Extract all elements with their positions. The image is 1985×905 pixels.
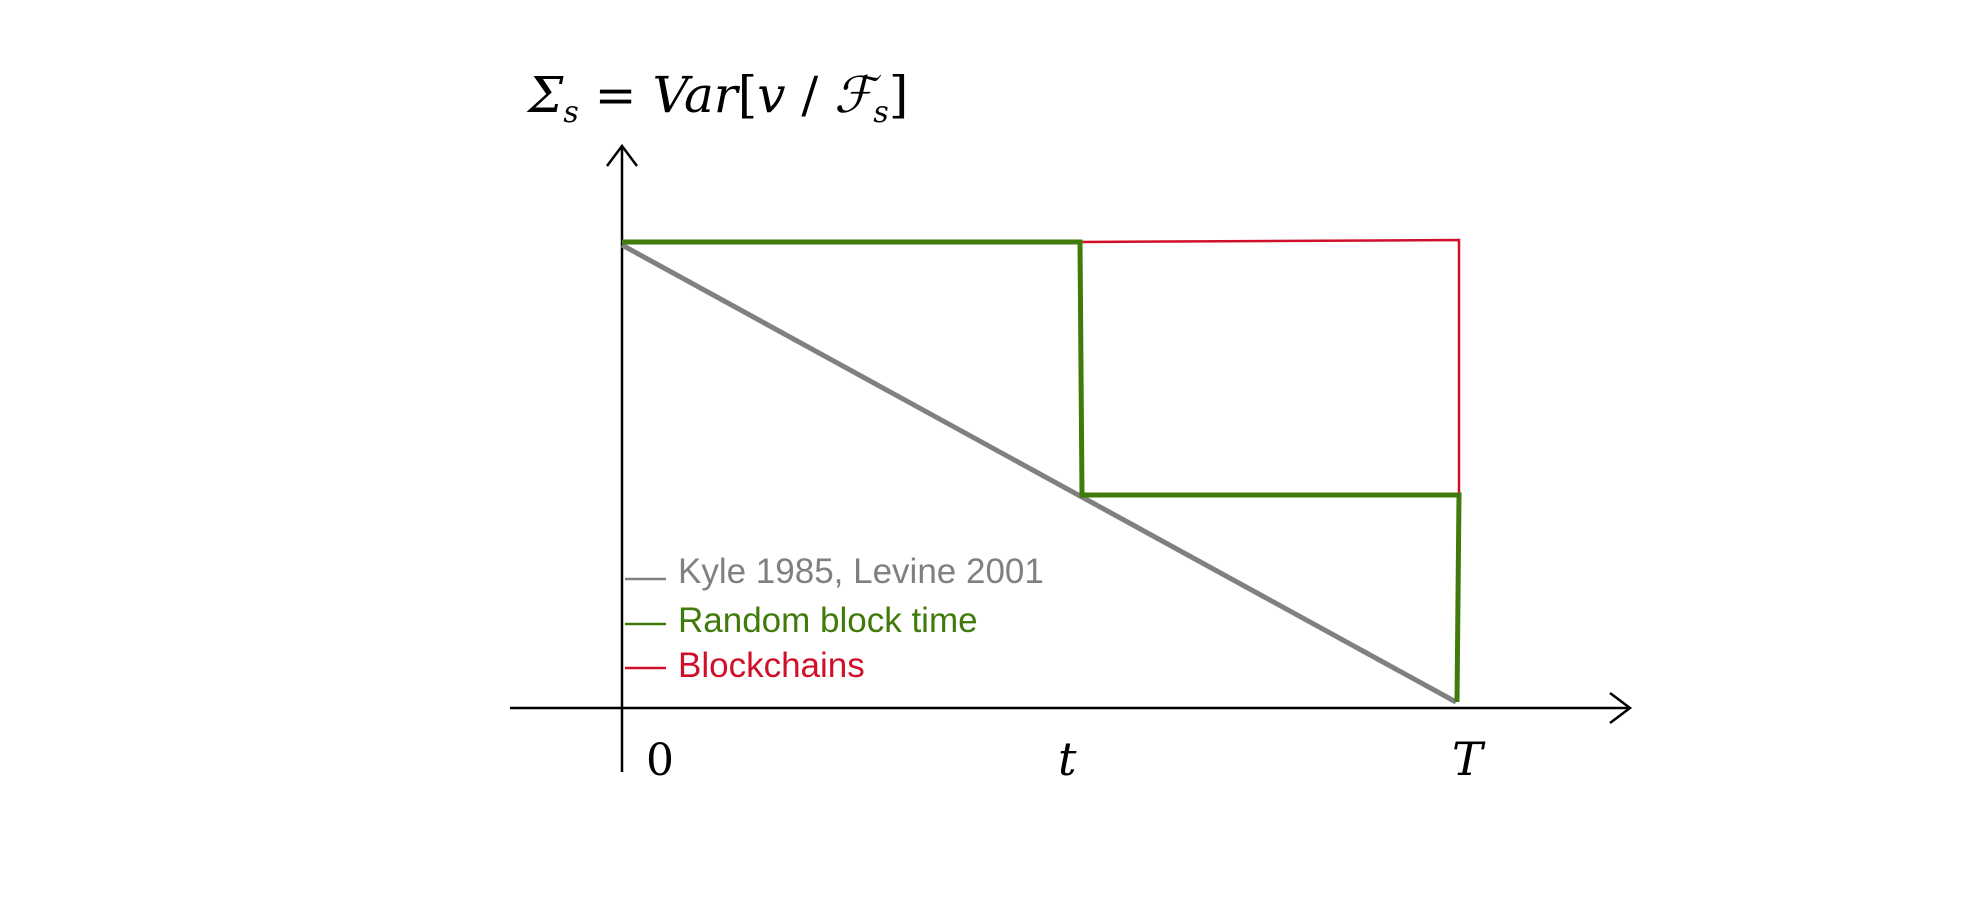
x-tick-label-zero: 0	[646, 735, 674, 786]
legend: Kyle 1985, Levine 2001 Random block time…	[625, 552, 1044, 685]
x-tick-label-t: t	[1058, 732, 1077, 786]
close-bracket: ]	[889, 66, 909, 124]
x-tick-label-T: T	[1452, 732, 1486, 786]
var-text: Var	[652, 66, 740, 124]
series-kyle-levine-line	[620, 242, 1458, 705]
open-bracket: [	[738, 66, 758, 124]
x-axis-arrowhead	[1609, 692, 1633, 724]
filtration-subscript: s	[873, 95, 888, 130]
slash-symbol: /	[785, 66, 834, 124]
equals-sign: =	[579, 66, 653, 124]
series-random-block-time-line	[622, 239, 1462, 703]
sigma-symbol: Σ	[526, 66, 564, 124]
series-blockchains-line	[1079, 238, 1461, 495]
v-symbol: v	[757, 66, 785, 124]
legend-label-kyle-levine: Kyle 1985, Levine 2001	[678, 552, 1044, 591]
legend-label-random-block-time: Random block time	[678, 601, 978, 640]
legend-label-blockchains: Blockchains	[678, 646, 865, 685]
sigma-subscript: s	[563, 95, 578, 130]
y-axis-label: Σs = Var[v / ℱs]	[526, 66, 908, 130]
y-axis-arrowhead	[606, 143, 638, 167]
